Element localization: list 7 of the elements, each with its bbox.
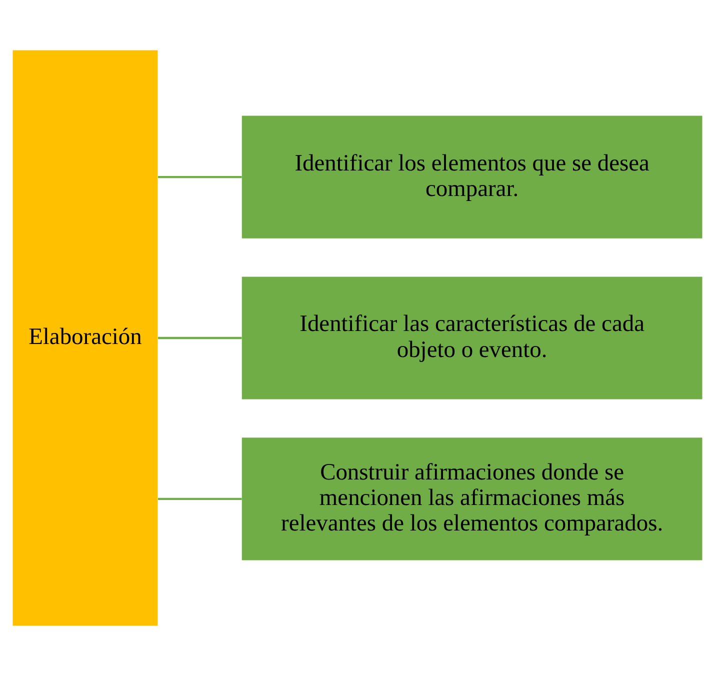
connector [158, 336, 242, 339]
connector [158, 176, 242, 178]
node-box: Identificar las características de cada objeto o evento. [242, 276, 702, 399]
node-box: Construir afirmaciones donde se mencionen las afirmaciones más relevantes de los elementos comparados. [242, 437, 702, 560]
node-box: Elaboración [12, 50, 158, 626]
node-box: Identificar los elementos que se desea comparar. [242, 115, 702, 238]
connector [158, 497, 242, 500]
